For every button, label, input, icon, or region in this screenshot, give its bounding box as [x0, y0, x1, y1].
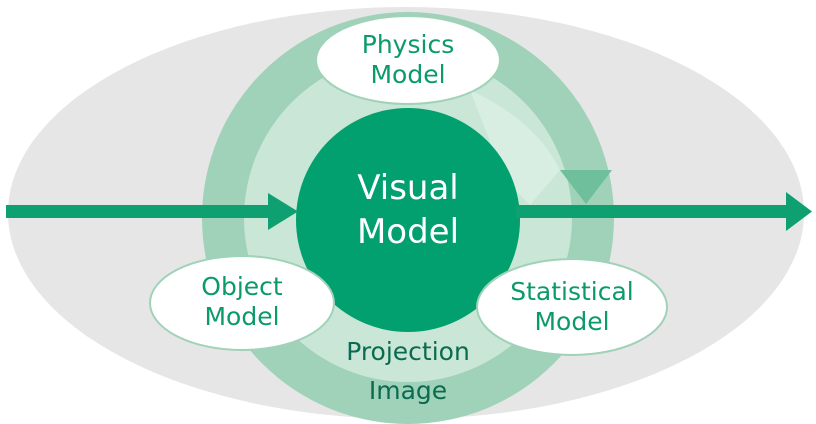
visual-model-line1: Visual	[357, 168, 459, 208]
object-model-line2: Model	[204, 301, 280, 331]
physics-model-line1: Physics	[361, 30, 455, 59]
statistical-model-node	[476, 258, 668, 356]
visual-model-core	[296, 108, 520, 332]
object-model-line1: Object	[201, 272, 283, 301]
projection-line2: Image	[368, 375, 448, 405]
statistical-model-label: Statistical Model	[478, 277, 666, 336]
object-model-label: Object Model	[152, 272, 332, 331]
output-arrow-head	[786, 192, 812, 231]
physics-model-label: Physics Model	[318, 30, 498, 89]
input-arrow-shaft	[6, 205, 274, 218]
physics-model-node	[315, 15, 501, 105]
cycle-arrow-body	[470, 90, 560, 205]
projection-line1: Projection	[346, 337, 470, 366]
statistical-model-line1: Statistical	[510, 277, 634, 306]
output-arrow-shaft	[516, 205, 790, 218]
input-arrow-head	[268, 193, 298, 230]
projection-image-label: Projection Image	[308, 333, 508, 411]
visual-model-line2: Model	[356, 212, 460, 253]
cycle-arrow-head	[560, 170, 612, 204]
object-model-node	[149, 255, 335, 351]
statistical-model-line2: Model	[534, 306, 610, 336]
physics-model-line2: Model	[370, 59, 446, 89]
visual-model-label: Visual Model	[296, 166, 520, 254]
